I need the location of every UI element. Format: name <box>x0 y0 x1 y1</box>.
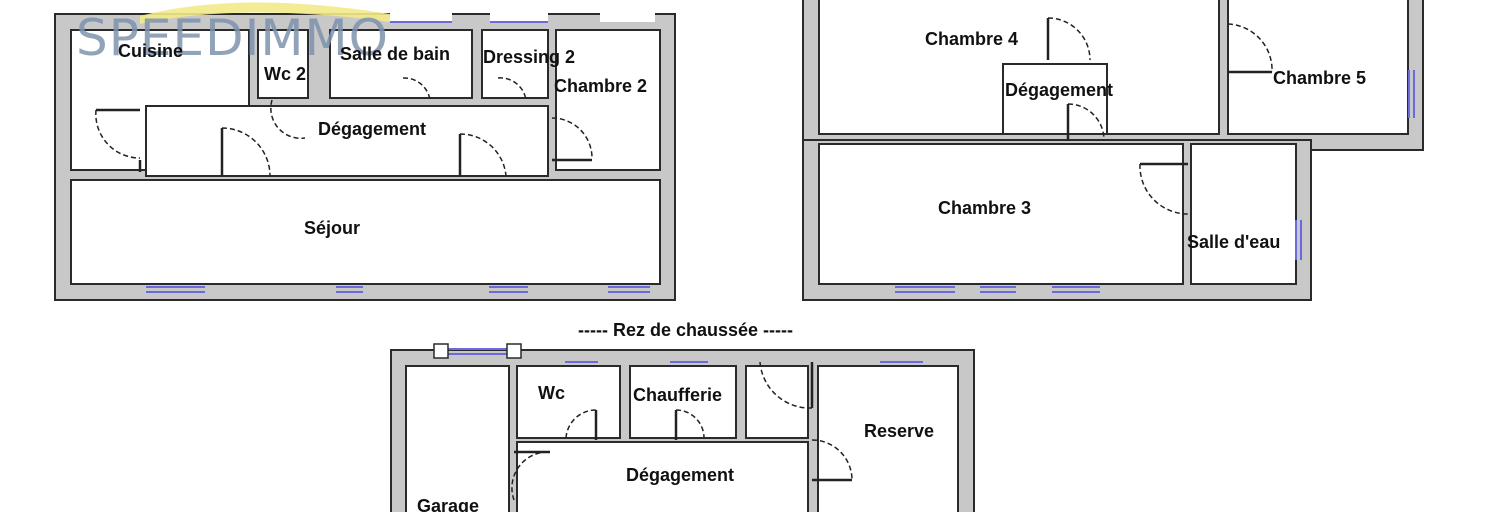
label-chambre2: Chambre 2 <box>554 76 647 96</box>
label-garage: Garage <box>417 496 479 512</box>
room-wc <box>516 365 621 439</box>
svg-text:SPEEDIMMO: SPEEDIMMO <box>76 9 389 67</box>
room-chambre2 <box>555 29 661 171</box>
speedimmo-logo: SPEEDIMMO <box>76 2 390 67</box>
label-salle-de-bain: Salle de bain <box>340 44 450 64</box>
room-garage <box>405 365 510 512</box>
room-dressing2 <box>481 29 549 99</box>
room-reserve <box>817 365 959 512</box>
room-wc2 <box>257 29 309 99</box>
room-salle-de-bain <box>329 29 473 99</box>
room-chaufferie <box>629 365 737 439</box>
label-dressing2: Dressing 2 <box>483 47 575 67</box>
label-cuisine: Cuisine <box>118 41 183 61</box>
label-reserve: Reserve <box>864 421 934 441</box>
label-sejour: Séjour <box>304 218 360 238</box>
label-chaufferie: Chaufferie <box>633 385 722 405</box>
floor-plan-ground <box>390 343 975 512</box>
label-degagement-left: Dégagement <box>318 119 426 139</box>
caption-rez-de-chaussee: ----- Rez de chaussée ----- <box>578 320 793 340</box>
room-degagement-ground <box>516 441 809 512</box>
room-salle-deau <box>1190 143 1297 285</box>
label-salle-deau: Salle d'eau <box>1187 232 1280 252</box>
label-wc2: Wc 2 <box>264 64 306 84</box>
room-degagement <box>145 105 549 177</box>
room-degagement-right <box>1002 63 1108 135</box>
floor-plan-left <box>54 8 676 301</box>
label-wc: Wc <box>538 383 565 403</box>
room-chambre5 <box>1227 0 1409 135</box>
room-chambre3 <box>818 143 1184 285</box>
floor-plan-right <box>802 0 1424 301</box>
label-chambre5: Chambre 5 <box>1273 68 1366 88</box>
label-chambre4: Chambre 4 <box>925 29 1018 49</box>
label-degagement-right: Dégagement <box>1005 80 1113 100</box>
label-chambre3: Chambre 3 <box>938 198 1031 218</box>
room-sejour <box>70 179 661 285</box>
label-degagement-ground: Dégagement <box>626 465 734 485</box>
